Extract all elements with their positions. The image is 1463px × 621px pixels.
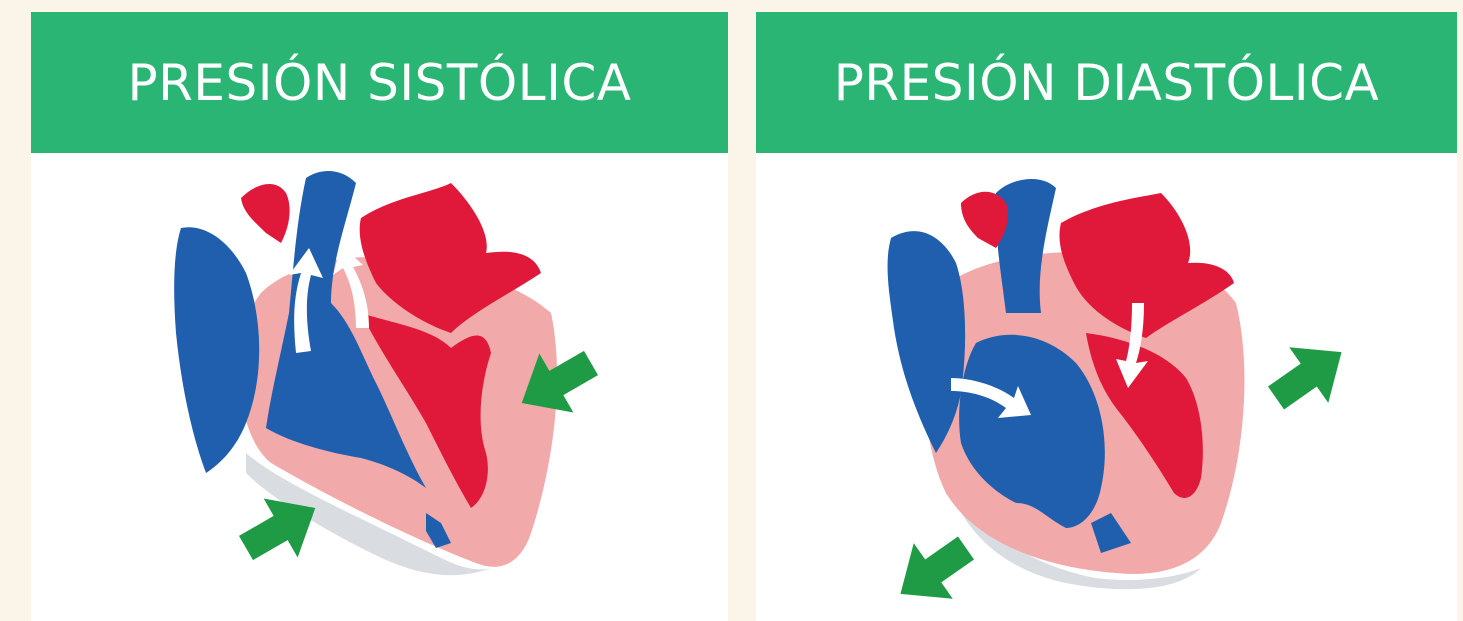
- systolic-banner: PRESIÓN SISTÓLICA: [31, 12, 728, 153]
- systolic-title: PRESIÓN SISTÓLICA: [128, 54, 632, 112]
- systolic-panel: PRESIÓN SISTÓLICA: [31, 12, 728, 621]
- diastolic-heart-illustration: [756, 153, 1457, 621]
- aorta: [961, 192, 1008, 248]
- systolic-heart-illustration: [31, 153, 728, 621]
- systolic-heart-svg: [31, 153, 728, 621]
- green-arrow-icon: [881, 520, 986, 621]
- diastolic-banner: PRESIÓN DIASTÓLICA: [756, 12, 1457, 153]
- diastolic-panel: PRESIÓN DIASTÓLICA: [756, 12, 1457, 621]
- aorta: [241, 184, 290, 243]
- diastolic-heart-svg: [756, 153, 1457, 621]
- diastolic-title: PRESIÓN DIASTÓLICA: [834, 54, 1379, 112]
- green-arrow-icon: [1256, 324, 1361, 426]
- vena-cava: [174, 227, 259, 473]
